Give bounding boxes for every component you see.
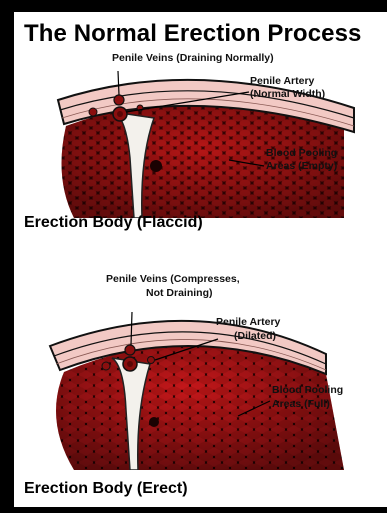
- flaccid-central-artery: [150, 160, 162, 172]
- flaccid-vein-top: [114, 95, 124, 105]
- erect-cross-section: [14, 270, 387, 470]
- erect-central-artery: [149, 417, 159, 427]
- flaccid-artery-label-1: Penile Artery: [250, 75, 314, 88]
- erect-artery: [148, 357, 155, 364]
- erect-vein-left: [102, 362, 110, 370]
- diagram-frame: The Normal Erection Process: [14, 12, 387, 507]
- erect-artery-label-1: Penile Artery: [216, 316, 280, 329]
- flaccid-veins-label: Penile Veins (Draining Normally): [112, 52, 274, 65]
- erect-veins-label-1: Penile Veins (Compresses,: [106, 273, 240, 286]
- erect-artery-label-2: (Dilated): [234, 330, 276, 343]
- erect-pool-label-2: Areas (Full): [272, 398, 330, 411]
- flaccid-artery-label-2: (Normal Width): [250, 88, 325, 101]
- erect-veins-label-2: Not Draining): [146, 287, 213, 300]
- flaccid-vein-left: [89, 108, 97, 116]
- erect-pool-label-1: Blood Pooling: [272, 384, 343, 397]
- flaccid-caption: Erection Body (Flaccid): [24, 214, 203, 232]
- diagram-title: The Normal Erection Process: [24, 20, 361, 48]
- flaccid-cross-section: [14, 48, 387, 218]
- erect-caption: Erection Body (Erect): [24, 480, 188, 498]
- flaccid-pool-label-2: Areas (Empty): [266, 160, 337, 173]
- erect-vein-top: [125, 345, 135, 355]
- flaccid-pool-label-1: Blood Pooling: [266, 147, 337, 160]
